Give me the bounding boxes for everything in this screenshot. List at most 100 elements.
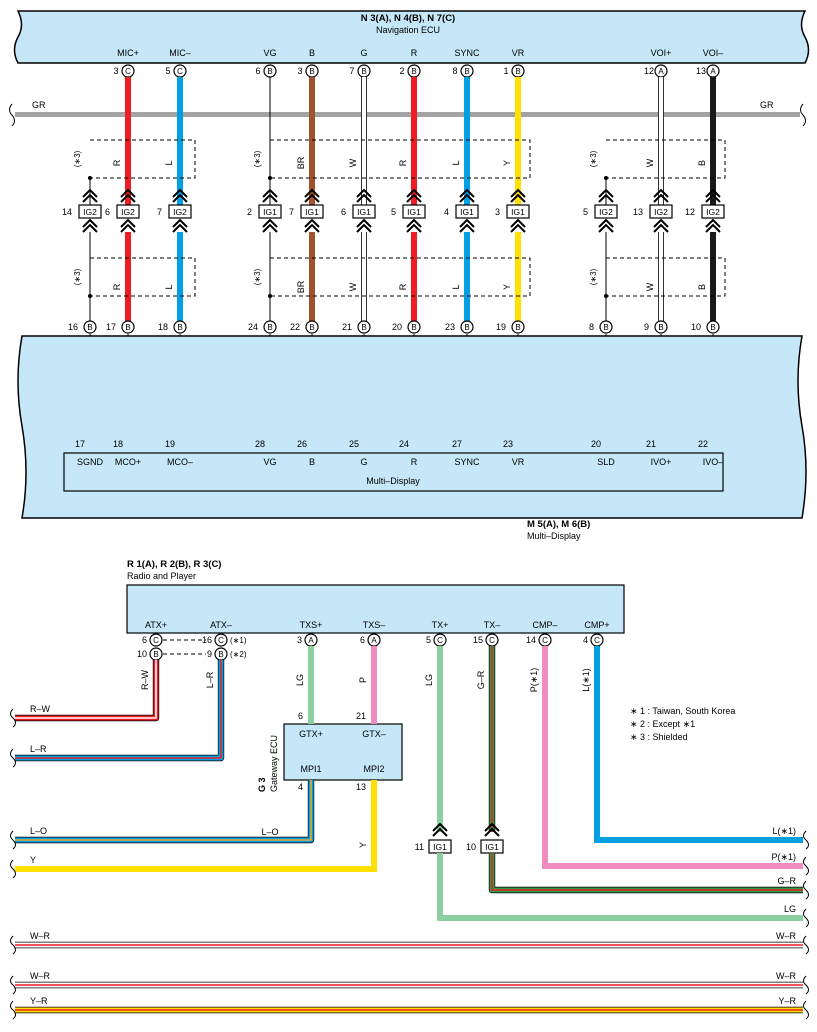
junction-top-chevron-10-a xyxy=(653,188,669,198)
right-label-l1: L(∗1) xyxy=(772,826,796,836)
gateway-name: Gateway ECU xyxy=(269,735,279,792)
shield-dot-0-1 xyxy=(88,294,92,298)
md-top-pin-5-circle xyxy=(357,320,371,334)
left-label-wr2: W–R xyxy=(30,971,51,981)
junction-bottom-chevron-3-a xyxy=(262,218,278,228)
nav-pin-name-6: SYNC xyxy=(454,48,480,58)
nav-pin-num-0: 3 xyxy=(113,66,118,76)
radio-pin-name-6: CMP– xyxy=(532,620,557,630)
junction-top-chevron-3-b xyxy=(262,193,278,203)
lower-junction-label-0: IG1 xyxy=(433,842,447,852)
md-top-num-9: 8 xyxy=(589,322,594,332)
shield-label-2-1: (∗3) xyxy=(589,268,598,285)
junction-bottom-chevron-10-b xyxy=(653,223,669,233)
junction-top-chevron-9-b xyxy=(598,193,614,203)
right-label-wr2: W–R xyxy=(776,971,797,981)
md-inner-name-2: MCO– xyxy=(167,457,193,467)
junction-top-chevron-8-a xyxy=(510,188,526,198)
junction-bottom-chevron-7-b xyxy=(459,223,475,233)
junction-label-6: IG1 xyxy=(407,207,421,217)
right-label-lg: LG xyxy=(784,904,796,914)
junction-num-0: 14 xyxy=(62,207,72,217)
radio-note-1: (∗1) xyxy=(230,636,247,645)
md-top-num-0: 16 xyxy=(68,322,78,332)
nav-pin-name-9: VOI– xyxy=(703,48,724,58)
md-top-pin-2-conn: B xyxy=(177,323,182,332)
junction-top-chevron-1-a xyxy=(120,188,136,198)
junction-bottom-chevron-2-a xyxy=(172,218,188,228)
junction-top-chevron-4-a xyxy=(304,188,320,198)
lower-junction-num-1: 10 xyxy=(466,842,476,852)
navigation-ecu-box xyxy=(13,10,810,64)
radio-pin-4-conn: C xyxy=(437,636,443,645)
junction-label-7: IG1 xyxy=(460,207,474,217)
break-right-5 xyxy=(803,975,809,995)
right-label-yr: Y–R xyxy=(778,996,796,1006)
md-top-pin-11-circle xyxy=(706,320,720,334)
junction-box-1 xyxy=(116,204,140,219)
break-left-1 xyxy=(10,748,16,768)
md-top-pin-8-conn: B xyxy=(515,323,520,332)
md-top-num-11: 10 xyxy=(691,322,701,332)
junction-top-chevron-11-a xyxy=(705,188,721,198)
gw-pin-name-3: MPI2 xyxy=(363,764,384,774)
break-left-6 xyxy=(10,1000,16,1020)
wire-label-upper-8: B xyxy=(697,160,707,166)
junction-label-1: IG2 xyxy=(121,207,135,217)
radio-alt-note-1: (∗2) xyxy=(230,650,247,659)
note-3: ∗ 3 : Shielded xyxy=(630,732,688,742)
md-inner-num-7: 27 xyxy=(452,439,462,449)
md-top-num-8: 19 xyxy=(496,322,506,332)
junction-box-3 xyxy=(258,204,282,219)
radio-pin-num-4: 5 xyxy=(426,635,431,645)
md-inner-name-3: VG xyxy=(263,457,276,467)
md-inner-num-6: 24 xyxy=(399,439,409,449)
junction-top-chevron-7-a xyxy=(459,188,475,198)
break-left-0 xyxy=(10,708,16,728)
md-inner-num-8: 23 xyxy=(503,439,513,449)
multi-display-name: Multi–Display xyxy=(527,531,581,541)
junction-num-6: 5 xyxy=(391,207,396,217)
md-top-pin-7-conn: B xyxy=(464,323,469,332)
md-top-pin-9-circle xyxy=(599,320,613,334)
nav-pin-num-4: 7 xyxy=(349,66,354,76)
shield-dot-0-0 xyxy=(88,176,92,180)
wire-label-lower-1: L xyxy=(164,284,174,289)
footnotes: ∗ 1 : Taiwan, South Korea ∗ 2 : Except ∗… xyxy=(630,706,735,742)
radio-pin-2-conn: A xyxy=(308,636,314,645)
wire-label-lower-5: L xyxy=(451,284,461,289)
shield-label-0-1: (∗3) xyxy=(73,268,82,285)
md-inner-name-11: IVO– xyxy=(703,457,724,467)
junction-top-chevron-4-b xyxy=(304,193,320,203)
radio-pin-name-0: ATX+ xyxy=(145,620,167,630)
md-inner-num-3: 28 xyxy=(255,439,265,449)
md-top-num-7: 23 xyxy=(445,322,455,332)
junction-num-11: 12 xyxy=(685,207,695,217)
shield-box-2-1 xyxy=(606,257,726,297)
nav-pin-num-1: 5 xyxy=(165,66,170,76)
md-inner-num-9: 20 xyxy=(591,439,601,449)
note-2: ∗ 2 : Except ∗1 xyxy=(630,719,695,729)
note-1: ∗ 1 : Taiwan, South Korea xyxy=(630,706,735,716)
junction-bottom-chevron-6-b xyxy=(406,223,422,233)
junction-label-5: IG1 xyxy=(357,207,371,217)
junction-label-11: IG2 xyxy=(706,207,720,217)
junction-box-5 xyxy=(352,204,376,219)
radio-pin-0-conn: C xyxy=(153,636,159,645)
md-inner-name-1: MCO+ xyxy=(115,457,141,467)
junction-top-chevron-6-b xyxy=(406,193,422,203)
nav-pin-9-conn: A xyxy=(710,67,716,76)
junction-top-chevron-6-a xyxy=(406,188,422,198)
junction-bottom-chevron-1-b xyxy=(120,223,136,233)
junction-num-3: 2 xyxy=(247,207,252,217)
radio-pin-num-6: 14 xyxy=(526,635,536,645)
gw-pin-name-2: MPI1 xyxy=(300,764,321,774)
wire-label-upper-3: W xyxy=(348,158,358,167)
md-top-pin-10-circle xyxy=(654,320,668,334)
junction-bottom-chevron-7-a xyxy=(459,218,475,228)
junction-top-chevron-1-b xyxy=(120,193,136,203)
radio-pin-name-7: CMP+ xyxy=(584,620,609,630)
md-inner-name-6: R xyxy=(411,457,418,467)
nav-pin-name-8: VOI+ xyxy=(651,48,672,58)
